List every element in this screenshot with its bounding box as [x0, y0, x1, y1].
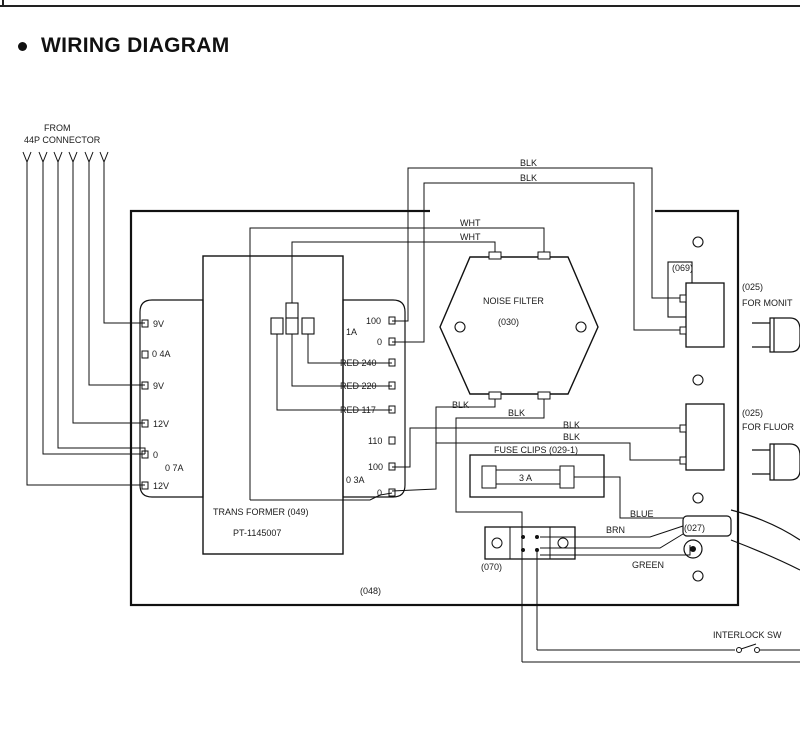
section-header: WIRING DIAGRAM — [18, 34, 230, 58]
power-cord — [682, 509, 800, 571]
chassis-plate — [129, 209, 740, 607]
tap-left-9v-1: 9V — [153, 319, 164, 329]
noise-filter-body — [439, 256, 599, 395]
fuse-rating: 3 A — [519, 473, 532, 483]
wire-blk-2: BLK — [520, 173, 537, 183]
fuse-clips-label: FUSE CLIPS (029-1) — [494, 445, 578, 455]
tap-right-red-220: RED 220 — [340, 381, 377, 391]
outlet-code-069: (069) — [672, 263, 693, 273]
wire-brn: BRN — [606, 525, 625, 535]
outlet-code-025-b: (025) — [742, 408, 763, 418]
connector-leads — [22, 151, 146, 486]
tap-right-100-2: 100 — [368, 462, 383, 472]
terminal-block-070 — [484, 526, 576, 560]
fluor-plug — [752, 443, 800, 481]
tap-right-red-240: RED 240 — [340, 358, 377, 368]
tap-right-0-3a: 0 3A — [346, 475, 365, 485]
wire-blk-5: BLK — [563, 420, 580, 430]
transformer-right-strip — [342, 299, 406, 498]
chassis-code-048: (048) — [360, 586, 381, 596]
tap-right-1a: 1A — [346, 327, 357, 337]
noise-filter-code: (030) — [498, 317, 519, 327]
tap-left-12v-1: 12V — [153, 419, 169, 429]
interlock-label: INTERLOCK SW — [713, 630, 782, 640]
page-title: WIRING DIAGRAM — [41, 34, 230, 57]
fuse-holder — [469, 454, 605, 498]
connector-44p-label: 44P CONNECTOR — [24, 135, 101, 145]
outlet-for-monitor: FOR MONIT — [742, 298, 793, 308]
tap-left-0-4a: 0 4A — [152, 349, 171, 359]
tap-left-0-7a: 0 7A — [165, 463, 184, 473]
wire-wht-2: WHT — [460, 232, 481, 242]
bullet-icon — [18, 41, 27, 51]
wire-wht-1: WHT — [460, 218, 481, 228]
tap-left-9v-2: 9V — [153, 381, 164, 391]
interlock-switch — [522, 643, 800, 663]
voltage-tap-selector — [270, 302, 315, 335]
tap-right-0-2: 0 — [377, 488, 382, 498]
outlet-code-025-a: (025) — [742, 282, 763, 292]
wire-blk-1: BLK — [520, 158, 537, 168]
wire-blk-3: BLK — [452, 400, 469, 410]
transformer-name: TRANS FORMER (049) — [213, 507, 309, 517]
wire-green: GREEN — [632, 560, 664, 570]
wire-blue: BLUE — [630, 509, 654, 519]
transformer-part-no: PT-1145007 — [233, 528, 281, 538]
wire-blk-6: BLK — [563, 432, 580, 442]
terminal-code-070: (070) — [481, 562, 502, 572]
noise-filter-name: NOISE FILTER — [483, 296, 544, 306]
wire-blk-4: BLK — [508, 408, 525, 418]
cord-code-027: (027) — [684, 523, 705, 533]
connector-from-label: FROM — [44, 123, 71, 133]
outlet-for-fluor: FOR FLUOR — [742, 422, 795, 432]
tap-right-100-1: 100 — [366, 316, 381, 326]
tap-left-12v-2: 12V — [153, 481, 169, 491]
tap-right-110: 110 — [368, 436, 382, 446]
tap-right-0-1: 0 — [377, 337, 382, 347]
tap-left-0: 0 — [153, 450, 158, 460]
tap-right-red-117: RED 117 — [340, 405, 376, 415]
monitor-plug — [752, 317, 800, 353]
